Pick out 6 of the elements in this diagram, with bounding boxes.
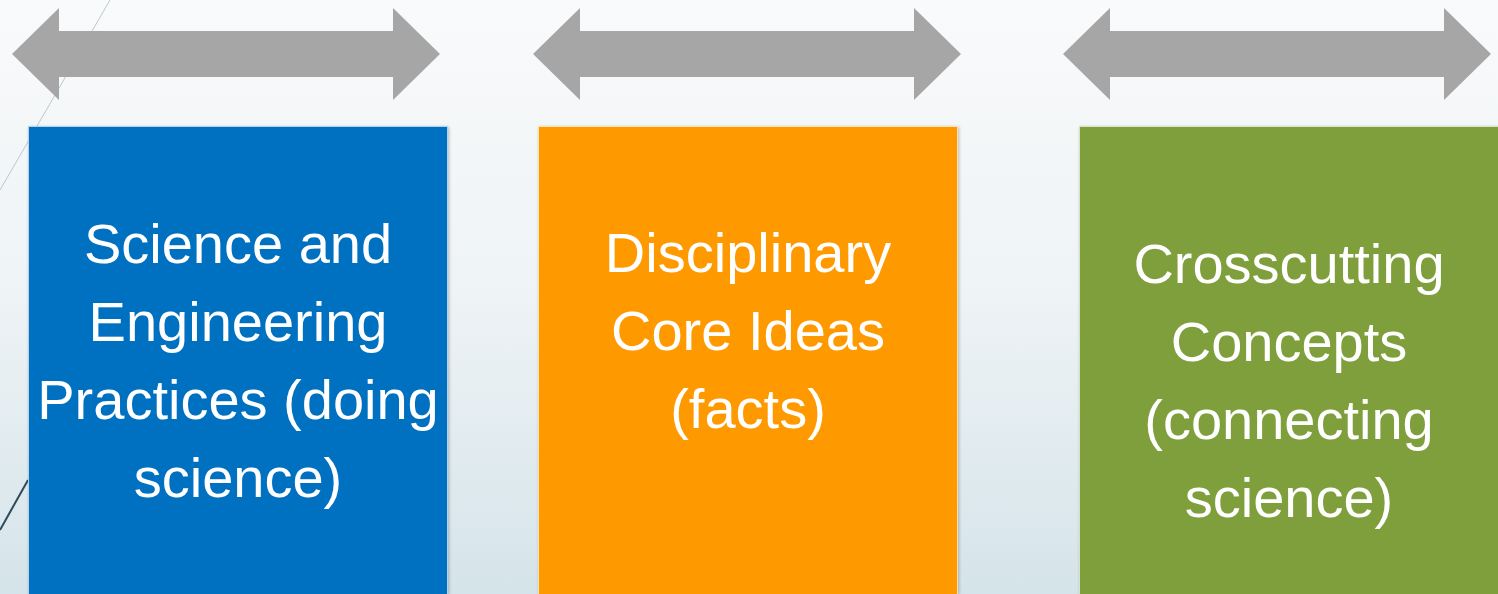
concept-box bbox=[1079, 126, 1498, 594]
box-label: Crosscutting Concepts (connecting science) bbox=[1132, 230, 1446, 531]
box-label: Science and Engineering Practices (doing science) bbox=[36, 210, 440, 511]
concept-box bbox=[28, 126, 448, 594]
concept-box bbox=[538, 126, 958, 594]
box-label: Disciplinary Core Ideas (facts) bbox=[603, 219, 893, 442]
